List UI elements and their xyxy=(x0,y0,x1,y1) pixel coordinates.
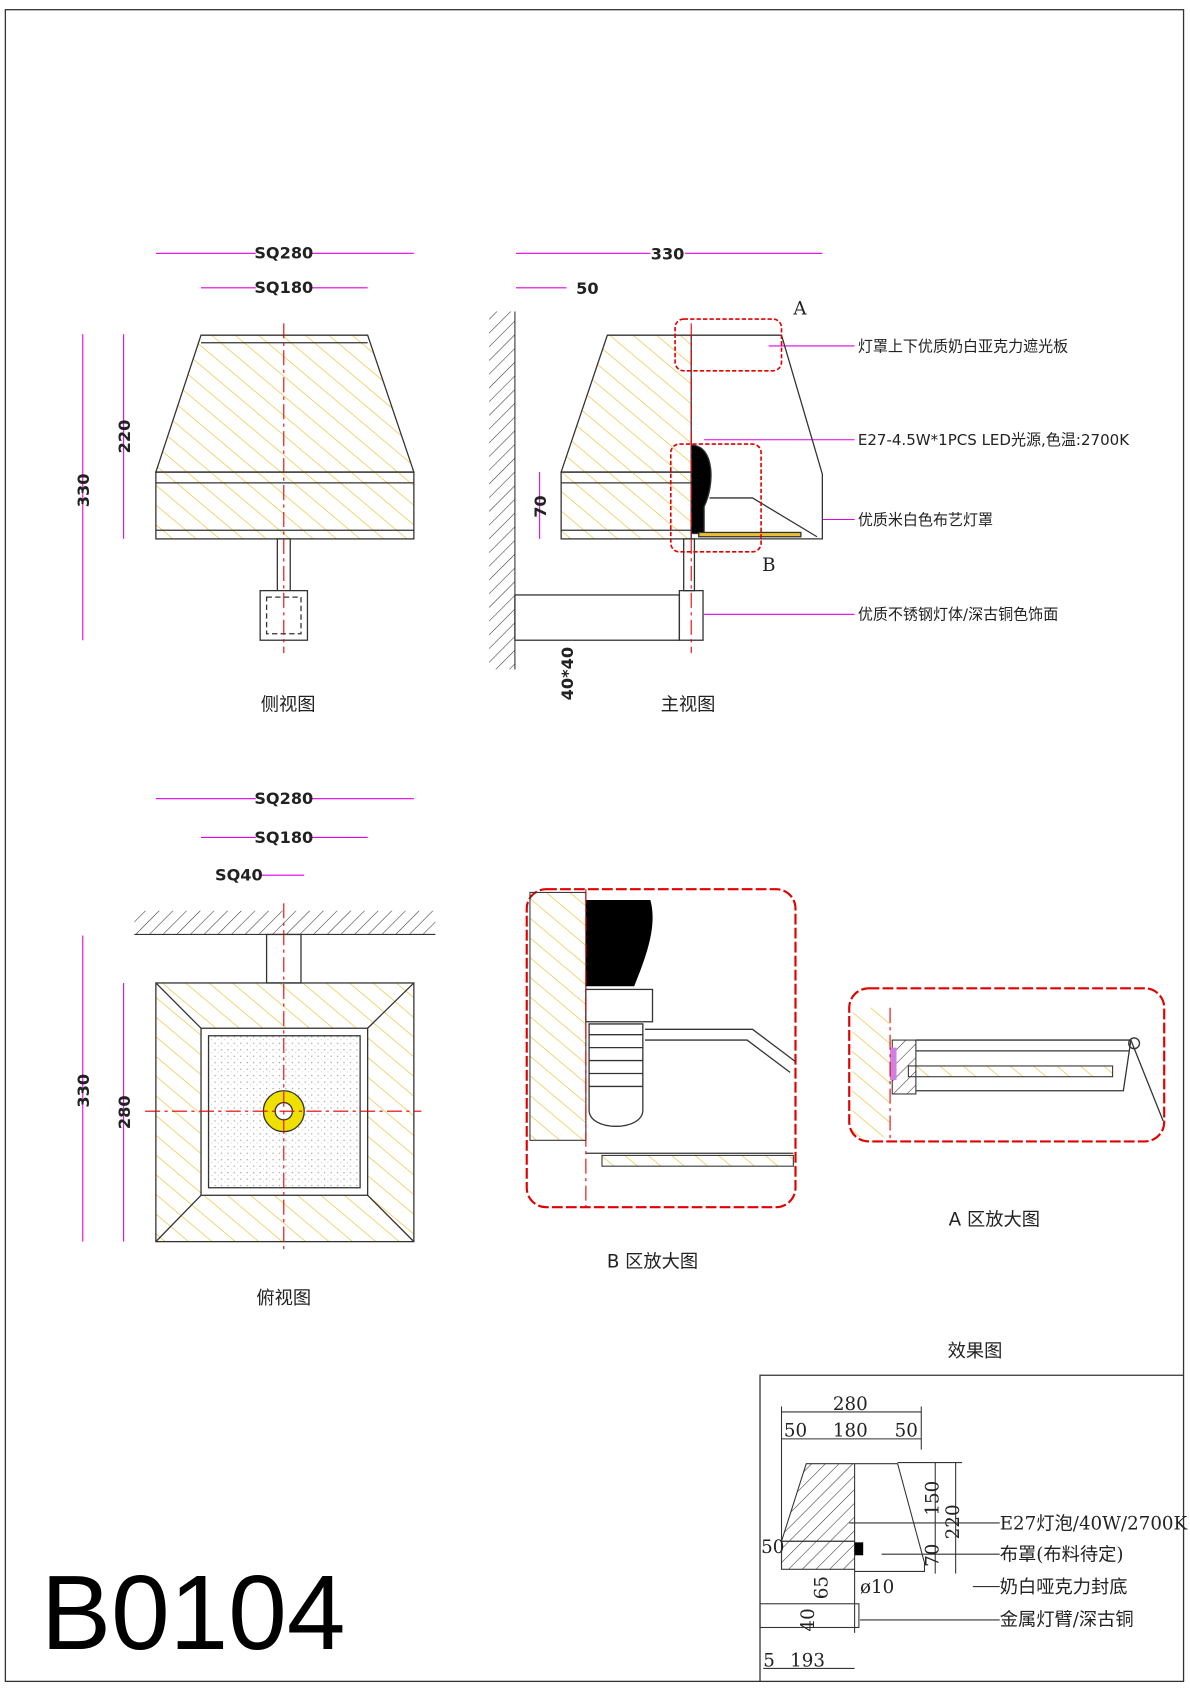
front-lamp xyxy=(514,334,824,641)
dim-sq280: SQ280 xyxy=(254,244,313,263)
dim-330: 330 xyxy=(74,1074,93,1108)
dim-sq40: SQ40 xyxy=(215,866,263,885)
eff-193: 193 xyxy=(790,1650,825,1671)
eff-65: 65 xyxy=(812,1576,833,1599)
eff-280: 280 xyxy=(833,1394,868,1415)
model-code: B0104 xyxy=(41,1555,346,1672)
dim-40x40: 40*40 xyxy=(558,647,577,700)
note-3: 优质米白色布艺灯罩 xyxy=(858,511,993,529)
dim-sq280: SQ280 xyxy=(254,789,313,808)
note-2: E27-4.5W*1PCS LED光源,色温:2700K xyxy=(858,431,1130,449)
top-lamp xyxy=(155,933,415,1243)
side-view-caption: 侧视图 xyxy=(261,694,316,715)
effect-caption: 效果图 xyxy=(948,1341,1003,1362)
eff-50b: 50 xyxy=(895,1421,918,1442)
side-lamp-shade xyxy=(154,334,415,641)
dim-sq180: SQ180 xyxy=(254,278,313,297)
dim-280: 280 xyxy=(115,1095,134,1129)
eff-150: 150 xyxy=(922,1481,943,1516)
label-a: A xyxy=(792,299,807,320)
front-view-caption: 主视图 xyxy=(661,694,716,715)
cloud-b xyxy=(669,443,762,553)
detail-b xyxy=(525,888,797,1209)
eff-note-2: 布罩(布料待定) xyxy=(1000,1545,1124,1566)
wall xyxy=(489,311,515,670)
eff-70: 70 xyxy=(922,1544,943,1567)
detail-a xyxy=(848,987,1166,1143)
note-1: 灯罩上下优质奶白亚克力遮光板 xyxy=(858,337,1068,355)
eff-220: 220 xyxy=(943,1504,964,1539)
sheet-border xyxy=(4,9,1185,1683)
ceiling xyxy=(134,910,436,935)
eff-5: 5 xyxy=(763,1650,775,1671)
eff-50c: 50 xyxy=(761,1537,784,1558)
dim-sq180: SQ180 xyxy=(254,828,313,847)
dim-220: 220 xyxy=(115,420,134,454)
eff-note-3: 奶白哑克力封底 xyxy=(1000,1577,1128,1598)
dim-50: 50 xyxy=(576,279,598,298)
label-b: B xyxy=(762,555,775,576)
eff-40: 40 xyxy=(798,1608,819,1631)
dim-330: 330 xyxy=(651,245,685,264)
detail-b-caption: B 区放大图 xyxy=(607,1251,698,1272)
note-4: 优质不锈钢灯体/深古铜色饰面 xyxy=(858,606,1058,624)
eff-50a: 50 xyxy=(784,1421,807,1442)
eff-note-4: 金属灯臂/深古铜 xyxy=(1000,1609,1134,1630)
top-view-caption: 俯视图 xyxy=(256,1288,311,1309)
eff-d10: ø10 xyxy=(860,1577,894,1598)
cloud-a xyxy=(674,318,783,372)
eff-180: 180 xyxy=(833,1421,868,1442)
dim-330: 330 xyxy=(74,474,93,508)
dim-70: 70 xyxy=(531,495,550,517)
effect-panel: 280 50 180 50 150 220 70 50 65 ø10 40 5 … xyxy=(759,1374,1188,1682)
eff-note-1: E27灯泡/40W/2700K xyxy=(1000,1513,1188,1534)
detail-a-caption: A 区放大图 xyxy=(949,1209,1040,1230)
